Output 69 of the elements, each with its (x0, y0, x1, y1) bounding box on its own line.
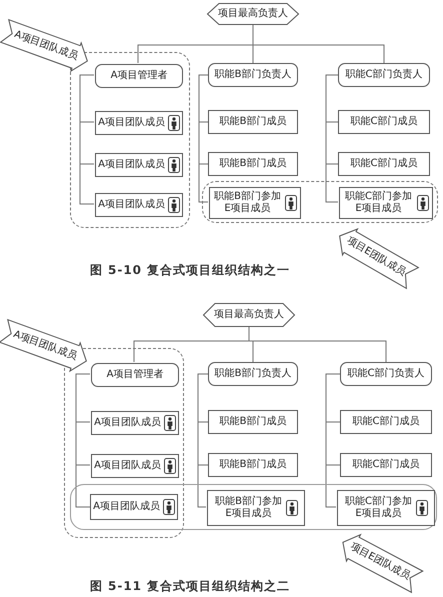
ribbon-text: A项目团队成员 (11, 328, 79, 364)
member-box (208, 152, 298, 176)
box-text: 职能B部门成员 (220, 416, 286, 428)
member-box (90, 494, 178, 520)
rounded-box (91, 363, 179, 387)
box-text: A项目管理者 (106, 368, 164, 382)
member-box (338, 110, 430, 134)
connector-line (252, 24, 384, 64)
box-text: A项目团队成员 (98, 158, 165, 172)
box-text: A项目团队成员 (94, 416, 161, 430)
member-box (207, 490, 305, 526)
member-box (338, 152, 430, 176)
figure-caption: 图 5-11 复合式项目组织结构之二 (90, 578, 290, 595)
box-text: 职能C部门成员 (352, 458, 420, 472)
hexagon-box (207, 3, 299, 25)
connector-line (76, 374, 90, 508)
connector-line (198, 374, 208, 508)
box-text: 职能C部门成员 (350, 116, 418, 128)
member-box (91, 411, 179, 435)
rounded-box (208, 362, 298, 386)
connector-line (198, 74, 208, 202)
ribbon-text: A项目团队成员 (12, 28, 80, 64)
member-box (91, 454, 179, 478)
ribbon-text: 项目E团队成员 (348, 540, 412, 584)
ribbon-arrow (1, 22, 91, 70)
box-text: 职能C部门负责人 (348, 368, 424, 380)
box-text: A项目管理者 (110, 70, 168, 82)
ribbon-arrow (0, 322, 90, 370)
connector-line (80, 74, 94, 204)
box-text: 职能C部门负责人 (346, 68, 422, 82)
box-text: 职能B部门参加E项目成员 (214, 190, 282, 216)
box-text: A项目团队成员 (94, 460, 161, 472)
box-text: 项目最高负责人 (218, 8, 288, 20)
box-text: 职能C部门成员 (350, 158, 418, 170)
box-text: A项目团队成员 (98, 198, 165, 212)
connector-line (248, 326, 386, 362)
box-text: 职能C部门参加E项目成员 (344, 190, 413, 216)
member-box (95, 111, 183, 135)
rounded-box (338, 63, 430, 87)
box-text: 职能B部门成员 (220, 116, 286, 128)
group-outline (202, 181, 438, 223)
member-box (208, 453, 298, 477)
member-box (95, 193, 183, 217)
member-box (340, 410, 432, 434)
box-text: 职能B部门负责人 (214, 368, 292, 380)
member-box (95, 153, 183, 177)
rounded-box (95, 64, 183, 88)
box-text: A项目团队成员 (93, 500, 160, 514)
figure-caption: 图 5-10 复合式项目组织结构之一 (90, 262, 290, 279)
member-box (339, 187, 433, 219)
hexagon-box (203, 303, 295, 327)
box-text: 职能B部门成员 (220, 158, 286, 170)
box-text: 职能B部门成员 (220, 458, 286, 472)
ribbon-text: 项目E团队成员 (344, 235, 408, 279)
rounded-box (340, 362, 432, 386)
box-text: A项目团队成员 (98, 116, 165, 130)
member-box (208, 110, 298, 134)
box-text: 职能B部门负责人 (214, 68, 292, 82)
rounded-box (208, 63, 298, 87)
box-text: 职能C部门成员 (352, 416, 420, 428)
member-box (337, 490, 435, 526)
member-box (340, 453, 432, 477)
box-text: 项目最高负责人 (214, 308, 284, 322)
member-box (208, 410, 298, 434)
member-box (209, 187, 301, 219)
connector-line (326, 374, 340, 508)
box-text: 职能B部门参加E项目成员 (214, 496, 282, 520)
box-text: 职能C部门参加E项目成员 (344, 496, 412, 520)
connector-line (326, 74, 338, 202)
